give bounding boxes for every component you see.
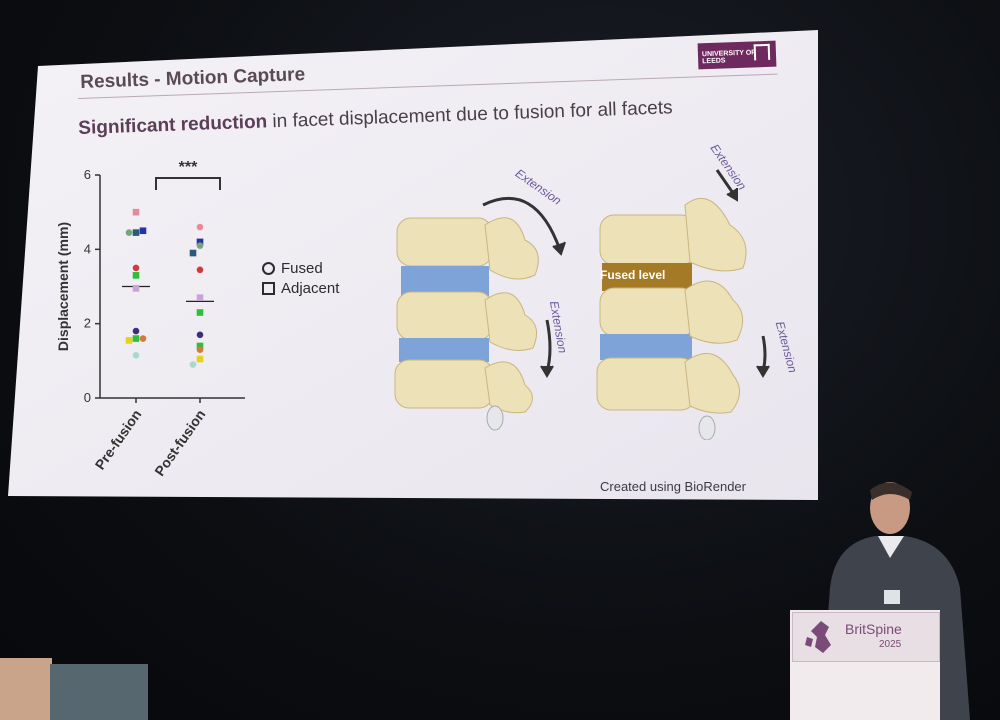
side-panel-right <box>50 664 148 720</box>
data-point-adjacent <box>132 285 140 292</box>
vertebra-top <box>599 214 696 266</box>
arrow-head-icon <box>552 241 566 256</box>
podium-year: 2025 <box>879 639 902 650</box>
data-point-fused <box>196 331 204 339</box>
vertebra-bottom <box>394 359 494 409</box>
data-point-fused <box>125 229 133 236</box>
lanyard-badge <box>884 590 900 604</box>
data-point-adjacent <box>125 337 133 344</box>
data-point-fused <box>132 327 140 335</box>
data-point-fused <box>196 223 204 231</box>
facet-process-bottom <box>484 361 533 414</box>
facet-process-middle <box>684 280 744 344</box>
data-point-adjacent <box>189 249 197 257</box>
data-point-adjacent <box>196 342 204 350</box>
legend-item-adjacent: Adjacent <box>262 278 339 298</box>
data-point-adjacent <box>196 309 204 316</box>
vertebra-middle <box>599 287 696 337</box>
facet-process-top <box>684 197 747 272</box>
logo-tower-icon <box>753 43 771 61</box>
data-point-fused <box>196 346 204 353</box>
data-point-fused <box>189 361 197 368</box>
significance-label: *** <box>179 159 198 176</box>
arrow-head-icon <box>726 188 738 202</box>
side-lectern <box>0 658 148 720</box>
disc-upper <box>401 266 489 296</box>
significance-bracket <box>155 177 221 190</box>
y-axis-label: Displacement (mm) <box>55 222 71 351</box>
podium-brand: BritSpine <box>845 621 902 637</box>
fused-level-label: Fused level <box>600 268 666 282</box>
vertebra-top <box>396 217 493 267</box>
square-icon <box>262 281 275 295</box>
facet-process-middle <box>484 292 538 351</box>
y-tick-label: 6 <box>84 167 91 182</box>
chart-legend: Fused Adjacent <box>262 258 339 298</box>
data-point-adjacent <box>132 229 140 236</box>
speaker-shirt <box>878 536 904 558</box>
arrow-head-icon <box>540 365 554 378</box>
x-category-label: Pre-fusion <box>92 407 145 473</box>
spinous-tip <box>486 405 504 431</box>
vertebra-bottom <box>596 357 696 411</box>
spine-right <box>596 169 770 440</box>
data-point-adjacent <box>132 272 140 279</box>
data-point-fused <box>139 335 147 342</box>
extension-arrow-bottom <box>545 319 552 373</box>
legend-label-adjacent: Adjacent <box>281 279 340 297</box>
side-panel-left <box>0 658 52 720</box>
data-point-adjacent <box>196 294 204 301</box>
data-point-adjacent <box>196 238 204 246</box>
spine-illustrations <box>394 169 770 440</box>
arrow-head-icon <box>756 365 770 378</box>
spine-left <box>394 196 566 431</box>
extension-arrow-top <box>482 196 562 251</box>
university-logo: UNIVERSITY OF LEEDS <box>697 40 777 70</box>
disc-lower <box>600 334 692 360</box>
speaker-hair <box>870 482 912 500</box>
facet-process-top <box>484 217 539 280</box>
data-point-adjacent <box>132 208 140 216</box>
british-isles-icon <box>805 621 831 653</box>
legend-item-fused: Fused <box>262 258 339 278</box>
y-tick-label: 2 <box>84 316 91 331</box>
data-point-adjacent <box>132 335 140 342</box>
fused-disc <box>602 263 692 291</box>
data-point-fused <box>196 266 204 274</box>
biorender-credit: Created using BioRender <box>600 479 746 494</box>
vertebra-middle <box>396 291 493 341</box>
podium-sign: BritSpine 2025 <box>792 612 940 662</box>
legend-label-fused: Fused <box>281 259 323 277</box>
data-point-fused <box>132 351 140 359</box>
data-point-fused <box>132 264 140 272</box>
circle-icon <box>262 261 275 275</box>
x-category-label: Post-fusion <box>151 407 208 479</box>
y-tick-label: 0 <box>84 390 91 405</box>
data-point-fused <box>196 242 204 249</box>
disc-lower <box>399 338 489 362</box>
data-point-adjacent <box>139 227 147 235</box>
spinous-tip <box>698 415 716 440</box>
data-point-adjacent <box>196 355 204 363</box>
y-tick-label: 4 <box>84 241 91 256</box>
facet-process-bottom <box>684 353 740 414</box>
